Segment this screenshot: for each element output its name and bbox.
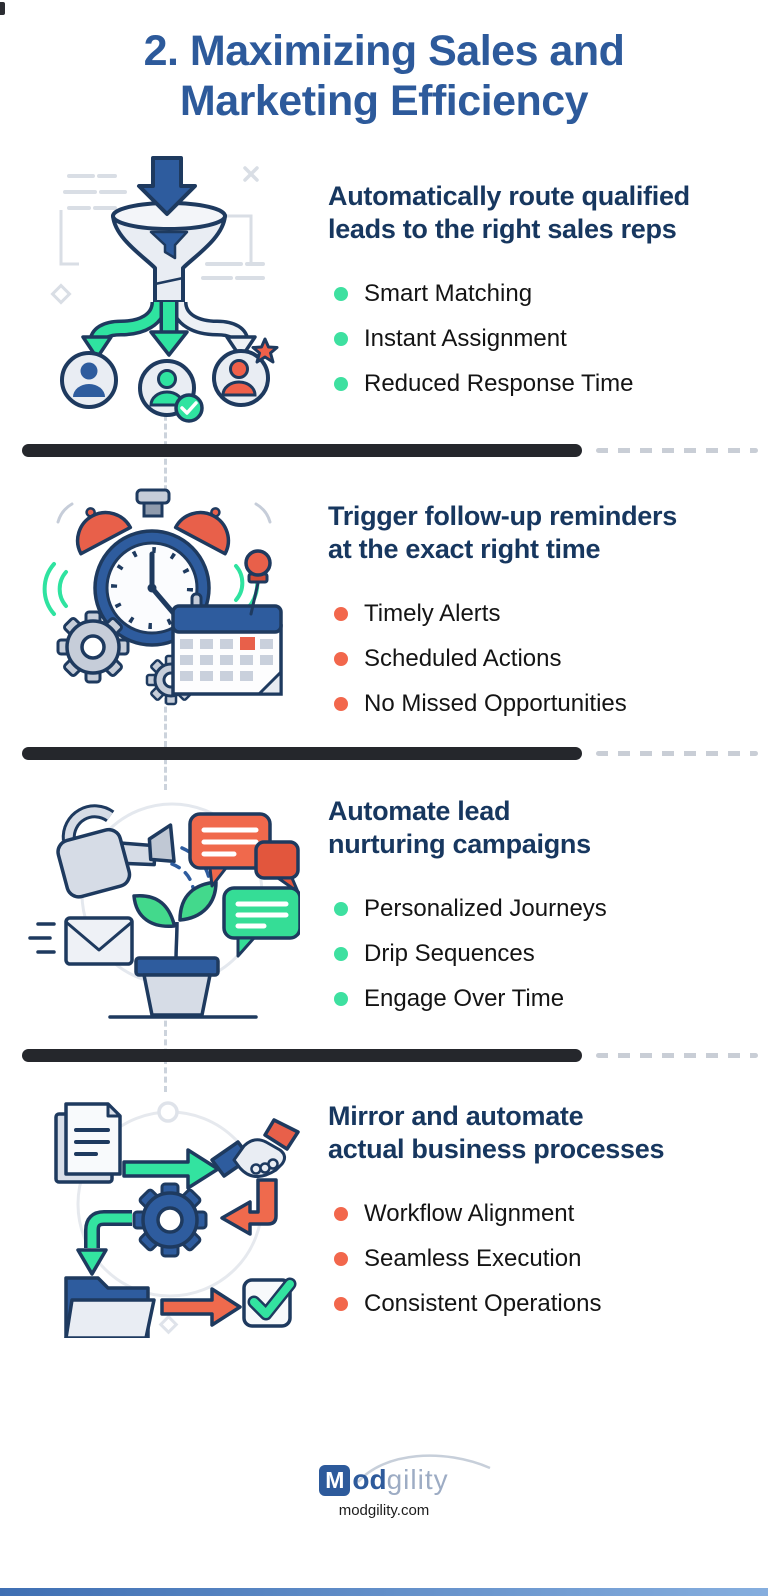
list-item: Reduced Response Time bbox=[328, 362, 760, 407]
list-item: Consistent Operations bbox=[328, 1282, 760, 1327]
chat-bubble-green-icon bbox=[222, 886, 300, 958]
green-arrow-icon bbox=[122, 1148, 220, 1190]
clock-button-icon bbox=[135, 488, 171, 518]
document-icon bbox=[54, 1102, 122, 1184]
section-heading: Mirror and automate actual business proc… bbox=[328, 1101, 665, 1164]
list-item: Personalized Journeys bbox=[328, 887, 760, 932]
sales-rep-avatar-check bbox=[138, 359, 204, 423]
bullet-text: Personalized Journeys bbox=[364, 895, 607, 923]
diamond-icon bbox=[50, 283, 72, 305]
page-curl-icon bbox=[257, 670, 283, 696]
list-item: Seamless Execution bbox=[328, 1237, 760, 1282]
bullet-text: Scheduled Actions bbox=[364, 645, 562, 673]
calendar-icon bbox=[171, 592, 283, 696]
gear-icon bbox=[132, 1182, 208, 1258]
clock-face-icon bbox=[93, 529, 211, 647]
red-arrow-icon bbox=[160, 1287, 242, 1327]
bullet-dot-icon bbox=[334, 332, 348, 347]
bullet-dot-icon bbox=[334, 377, 348, 392]
routing-arrows-icon bbox=[81, 300, 257, 360]
calendar-marked-day bbox=[240, 637, 255, 650]
bullet-dot-icon bbox=[334, 652, 348, 667]
bullet-text: Timely Alerts bbox=[364, 600, 501, 628]
pushpin-icon bbox=[244, 549, 272, 616]
section-heading: Automate lead nurturing campaigns bbox=[328, 796, 591, 859]
gear-icon bbox=[56, 610, 130, 684]
list-item: Instant Assignment bbox=[328, 317, 760, 362]
sales-rep-avatar-star bbox=[212, 337, 279, 407]
diamond-icon bbox=[158, 1314, 179, 1335]
ring-arcs-icon bbox=[56, 502, 272, 524]
bullet-dot-icon bbox=[334, 992, 348, 1007]
list-item: Scheduled Actions bbox=[328, 637, 760, 682]
funnel-icon bbox=[111, 201, 227, 304]
workflow-automation-illustration bbox=[54, 1101, 300, 1338]
green-curved-arrow-icon bbox=[76, 1210, 132, 1276]
bracket-icon bbox=[221, 214, 253, 264]
page-title: 2. Maximizing Sales and Marketing Effici… bbox=[143, 27, 625, 126]
corner-mark bbox=[0, 2, 5, 15]
section-reminders: Trigger follow-up reminders at the exact… bbox=[328, 500, 760, 727]
list-item: Engage Over Time bbox=[328, 977, 760, 1022]
alarm-bells-icon bbox=[75, 507, 231, 556]
logo-m-badge: M bbox=[319, 1464, 351, 1496]
section-nurturing: Automate lead nurturing campaigns Person… bbox=[328, 795, 760, 1022]
alarm-clock-calendar-illustration bbox=[42, 488, 283, 706]
list-item: Timely Alerts bbox=[328, 592, 760, 637]
list-item: Smart Matching bbox=[328, 272, 760, 317]
folder-icon bbox=[64, 1276, 156, 1338]
list-item: No Missed Opportunities bbox=[328, 682, 760, 727]
lead-routing-funnel-illustration bbox=[50, 156, 279, 423]
logo-od-text: od bbox=[352, 1464, 387, 1495]
logo-gility-text: gility bbox=[386, 1464, 449, 1495]
bullet-dot-icon bbox=[334, 902, 348, 917]
bullet-text: Drip Sequences bbox=[364, 940, 535, 968]
logo-arc-icon bbox=[357, 1454, 491, 1483]
section-heading: Trigger follow-up reminders at the exact… bbox=[328, 501, 677, 564]
section-lead-routing: Automatically route qualified leads to t… bbox=[328, 180, 760, 407]
dashed-connector bbox=[164, 698, 167, 790]
dashed-connector bbox=[164, 1002, 167, 1092]
bullet-dot-icon bbox=[334, 287, 348, 302]
website-url: modgility.com bbox=[338, 1502, 430, 1519]
bullet-dot-icon bbox=[334, 1252, 348, 1267]
bullet-text: Engage Over Time bbox=[364, 985, 565, 1013]
bullet-text: Instant Assignment bbox=[364, 325, 567, 353]
watering-can-icon bbox=[56, 804, 176, 899]
bullet-text: Workflow Alignment bbox=[364, 1200, 575, 1228]
down-arrow-icon bbox=[137, 156, 197, 216]
section-divider bbox=[0, 1049, 768, 1063]
bullet-dot-icon bbox=[334, 1207, 348, 1222]
section-heading: Automatically route qualified leads to t… bbox=[328, 181, 690, 244]
list-item: Drip Sequences bbox=[328, 932, 760, 977]
bullet-text: Consistent Operations bbox=[364, 1290, 602, 1318]
chat-bubble-orange-icon bbox=[188, 812, 300, 894]
handshake-icon bbox=[210, 1118, 300, 1178]
bullet-text: No Missed Opportunities bbox=[364, 690, 627, 718]
bullet-text: Reduced Response Time bbox=[364, 370, 634, 398]
list-item: Workflow Alignment bbox=[328, 1192, 760, 1237]
decor-lines-icon bbox=[63, 174, 265, 280]
bullet-dot-icon bbox=[334, 1297, 348, 1312]
watering-plant-illustration bbox=[28, 802, 300, 1019]
bullet-dot-icon bbox=[334, 697, 348, 712]
bullet-dot-icon bbox=[334, 947, 348, 962]
node-circle-icon bbox=[157, 1101, 179, 1123]
section-divider bbox=[0, 747, 768, 761]
checkbox-icon bbox=[242, 1277, 297, 1328]
bullet-text: Seamless Execution bbox=[364, 1245, 582, 1273]
section-divider bbox=[0, 444, 768, 458]
envelope-icon bbox=[28, 916, 134, 966]
bottom-accent-bar bbox=[0, 1588, 768, 1596]
bullet-dot-icon bbox=[334, 607, 348, 622]
bullet-text: Smart Matching bbox=[364, 280, 533, 308]
red-arrow-down-icon bbox=[220, 1178, 278, 1236]
bracket-icon bbox=[59, 210, 79, 266]
x-mark-icon bbox=[243, 166, 259, 182]
sales-rep-avatar bbox=[60, 351, 118, 409]
section-processes: Mirror and automate actual business proc… bbox=[328, 1100, 760, 1327]
